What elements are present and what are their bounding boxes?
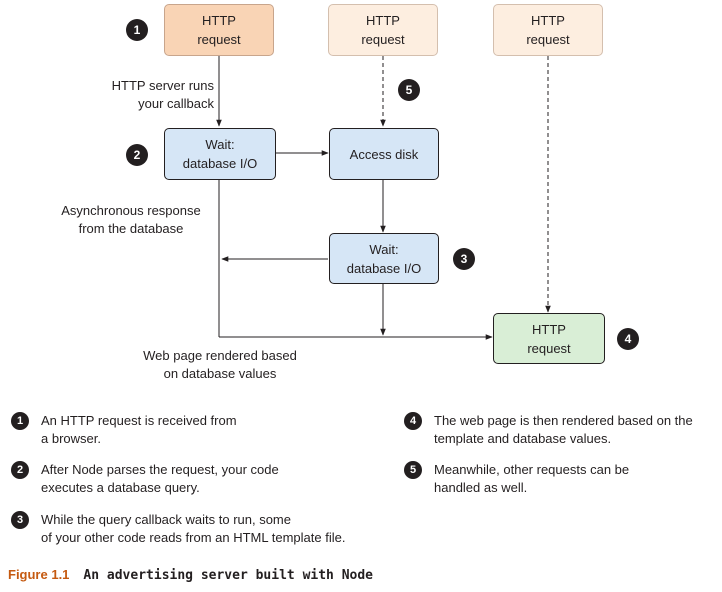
- wait-database-box-1: Wait: database I/O: [164, 128, 276, 180]
- http-request-box-2: HTTP request: [328, 4, 438, 56]
- legend-badge-4: 4: [404, 412, 422, 430]
- label-server-runs-callback: HTTP server runs your callback: [111, 78, 214, 111]
- http-request-box-3: HTTP request: [493, 4, 603, 56]
- label-page-rendered: Web page rendered based on database valu…: [143, 348, 297, 381]
- wait-database-box-2: Wait: database I/O: [329, 233, 439, 284]
- label-async-response: Asynchronous response from the database: [61, 203, 201, 236]
- step-badge-3: 3: [453, 248, 475, 270]
- figure-caption: Figure 1.1 An advertising server built wi…: [8, 567, 373, 583]
- legend-badge-3: 3: [11, 511, 29, 529]
- figure-title: An advertising server built with Node: [83, 568, 374, 583]
- access-disk-box: Access disk: [329, 128, 439, 180]
- figure-number: Figure 1.1: [8, 567, 70, 582]
- legend-badge-2: 2: [11, 461, 29, 479]
- step-badge-1: 1: [126, 19, 148, 41]
- step-badge-5: 5: [398, 79, 420, 101]
- legend-badge-1: 1: [11, 412, 29, 430]
- legend-note-3: While the query callback waits to run, s…: [41, 512, 346, 545]
- legend-note-2: After Node parses the request, your code…: [41, 462, 279, 495]
- step-badge-2: 2: [126, 144, 148, 166]
- legend-note-4: The web page is then rendered based on t…: [434, 413, 693, 446]
- legend-badge-5: 5: [404, 461, 422, 479]
- legend-note-5: Meanwhile, other requests can be handled…: [434, 462, 630, 495]
- step-badge-4: 4: [617, 328, 639, 350]
- http-request-box-1: HTTP request: [164, 4, 274, 56]
- http-response-box: HTTP request: [493, 313, 605, 364]
- legend-note-1: An HTTP request is received from a brows…: [41, 413, 237, 446]
